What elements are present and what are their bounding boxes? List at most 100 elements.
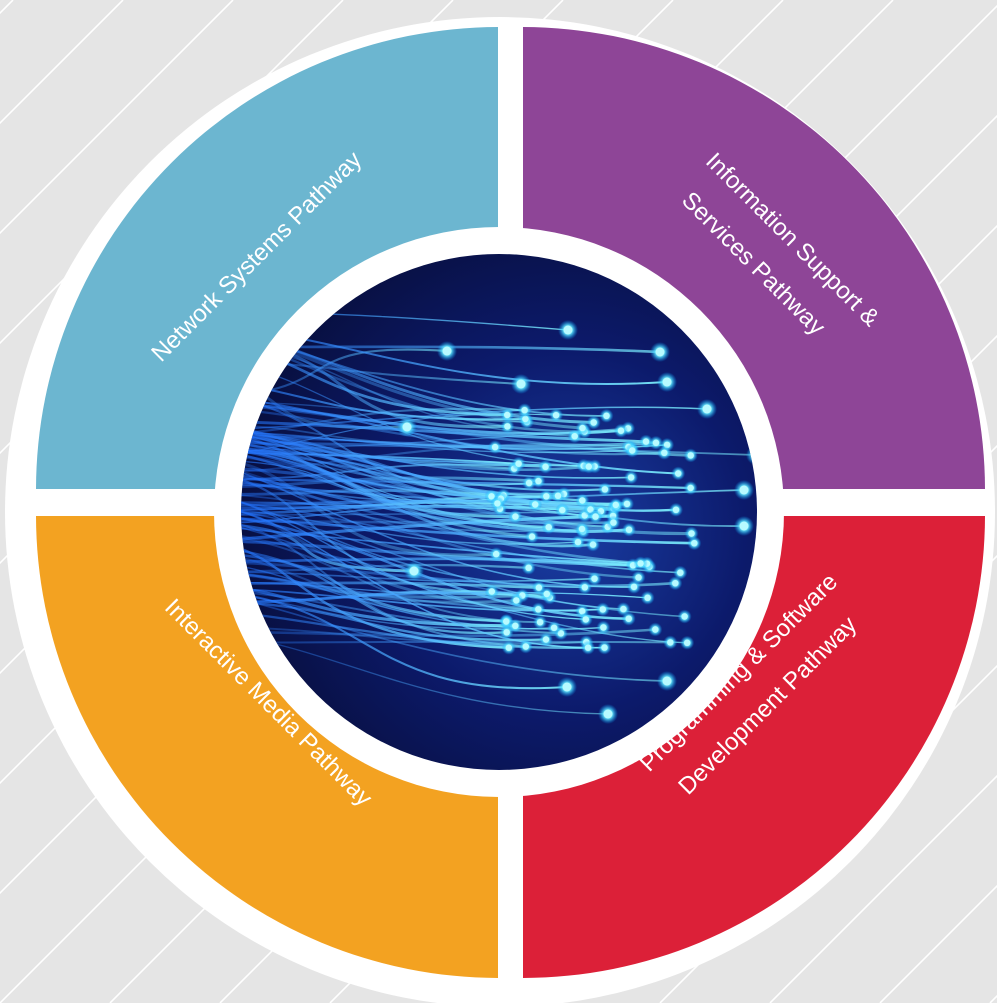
fiber-tip [545,524,552,531]
fiber-strand [241,443,630,474]
fiber-tip [512,622,519,629]
fiber-tip [623,500,631,508]
fiber-tip [599,606,606,613]
fiber-tip [409,566,419,576]
fiber-tip [504,411,511,419]
fiber-tip [503,618,510,625]
fiber-tip [691,540,698,547]
fiber-strand [241,560,677,588]
fiber-strand [241,535,542,624]
fiber-strand [241,439,534,539]
fiber-tip [522,415,529,423]
fiber-tip [642,438,650,445]
fiber-tip [625,526,633,533]
stripe-line [0,0,234,235]
fiber-tip [687,452,694,459]
fiber-tip [702,404,712,414]
fiber-strand [241,591,649,603]
fiber-tip [579,497,586,504]
fiber-tip [578,525,586,533]
fiber-strand [241,472,631,533]
fiber-tip [491,443,499,451]
fiber-strand [241,585,517,628]
fiber-tip [681,613,688,620]
fiber-tip [739,521,749,531]
fiber-tip [652,439,660,446]
fiber-tip [542,636,550,643]
fiber-strand [241,595,668,682]
fiber-tip [644,594,651,601]
fiber-strand [241,493,583,532]
fiber-strand [241,514,615,542]
fiber-tip [559,506,566,514]
fiber-tip [688,530,695,537]
fiber-tip [662,676,672,686]
fiber-strand [241,526,642,565]
fiber-tip [617,427,625,434]
fiber-strand [241,497,502,507]
fiber-tip [554,492,562,499]
fiber-tip [494,500,501,507]
fiber-tip [672,580,679,587]
fiber-tip [504,423,511,430]
fiber-tip [562,682,572,692]
fiber-tip [585,463,592,470]
fiber-tip [516,379,526,389]
fiber-tip [522,643,529,650]
fiber-tip [563,325,573,335]
fiber-strand [241,475,493,593]
fiber-tip [600,624,607,631]
fiber-tip [589,541,597,548]
fiber-tip [672,506,680,513]
fiber-tip [661,449,668,456]
fiber-tip [603,412,610,419]
fiber-tip [543,493,550,500]
fiber-tip [662,377,672,387]
fiber-strand [241,510,602,517]
fiber-strand [241,498,587,621]
fiber-tip [629,447,636,454]
fiber-tip [582,616,589,623]
fiber-strand [241,407,666,456]
fiber-tip [512,513,519,520]
fiber-tip [571,433,578,440]
fiber-tip [513,597,520,604]
fiber-tip [687,484,694,492]
fiber-tip [535,606,542,613]
fiber-tip [652,626,659,633]
fiber-tip [525,564,532,571]
fiber-tip [552,412,560,419]
fiber-tip [677,569,684,576]
fiber-tip [493,550,500,558]
fiber-tip [739,485,749,495]
fiber-strand [241,401,623,435]
fiber-tip [603,709,613,719]
fiber-tip [535,584,543,591]
fiber-tip [535,477,542,485]
fiber-tip [601,644,608,651]
fiber-tip [637,560,644,567]
fiber-tip [591,575,598,582]
fiber-tip [584,644,592,651]
fiber-tip [592,513,599,520]
fiber-tip [505,644,512,651]
fiber-tip [684,639,691,646]
fiber-tip [543,590,550,598]
fiber-tip [402,422,412,432]
fiber-tip [528,533,536,540]
fiber-strand [241,500,682,574]
fiber-tip [532,501,539,508]
fiber-tip [525,479,533,487]
fiber-tip [620,605,627,613]
fiber-strand [241,591,569,690]
fiber-strand [241,600,548,642]
fiber-tip [667,639,674,646]
fiber-strand [241,571,596,583]
fiber-tip [503,629,510,636]
fiber-tip [442,346,452,356]
fiber-tip [625,615,632,622]
fiber-tip [612,501,619,509]
fiber-tip [536,619,544,626]
fiber-strand [241,581,541,589]
fiber-tip [601,486,609,493]
